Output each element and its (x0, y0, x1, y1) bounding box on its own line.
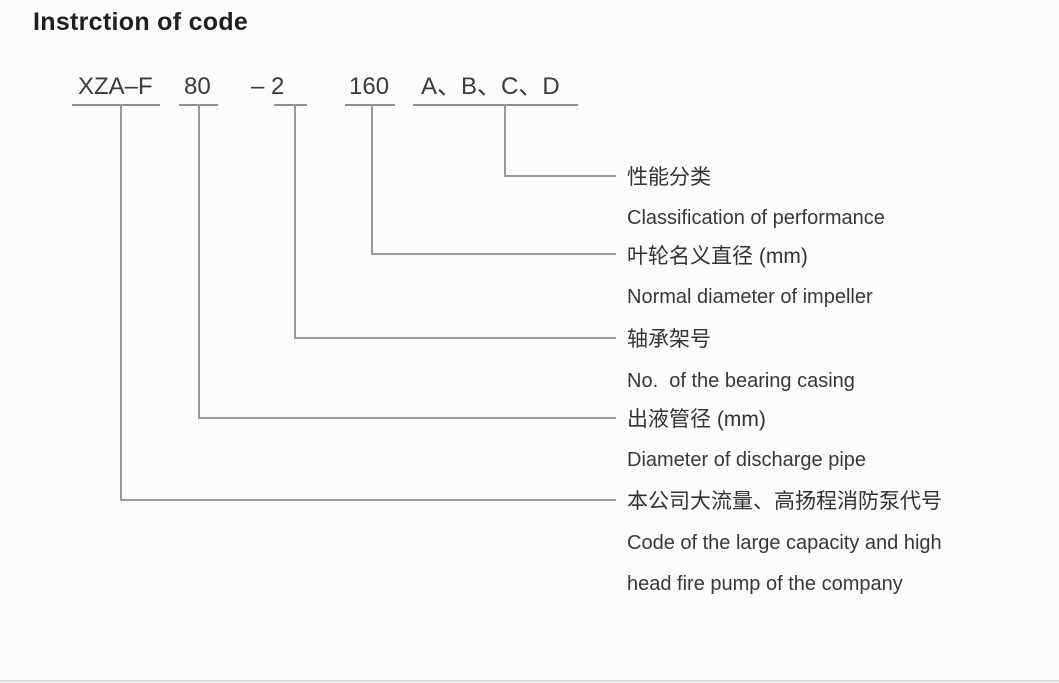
label-en-series-line1: Code of the large capacity and high (627, 532, 942, 554)
connector-vline-bearing-no (294, 104, 296, 339)
connector-vline-performance-class (504, 104, 506, 177)
code-segment-performance-class: A、B、C、D (421, 73, 560, 100)
label-en-series-line2: head fire pump of the company (627, 573, 903, 595)
code-segment-outlet-diameter: 80 (184, 73, 211, 100)
label-zh-bearing-no: 轴承架号 (627, 328, 711, 351)
connector-vline-series (120, 104, 122, 501)
label-en-impeller-diameter: Normal diameter of impeller (627, 286, 873, 308)
label-en-performance-class: Classification of performance (627, 207, 885, 229)
underline-series (72, 104, 160, 106)
code-segment-series: XZA–F (78, 73, 153, 100)
bottom-border (0, 680, 1059, 682)
code-segment-bearing-no: – 2 (251, 73, 285, 100)
label-zh-outlet-diameter: 出液管径 (mm) (627, 408, 766, 431)
page-title: Instrction of code (33, 8, 249, 36)
connector-hline-outlet-diameter (198, 417, 616, 419)
underline-performance-class (413, 104, 578, 106)
connector-hline-impeller-diameter (371, 253, 616, 255)
connector-vline-impeller-diameter (371, 104, 373, 255)
label-en-bearing-no: No. of the bearing casing (627, 370, 855, 392)
label-zh-performance-class: 性能分类 (627, 166, 711, 189)
connector-hline-bearing-no (294, 337, 616, 339)
underline-bearing-no (274, 104, 307, 106)
connector-vline-outlet-diameter (198, 104, 200, 419)
label-en-outlet-diameter: Diameter of discharge pipe (627, 449, 867, 471)
connector-hline-series (120, 499, 616, 501)
code-segment-impeller-diameter: 160 (349, 73, 390, 100)
label-zh-impeller-diameter: 叶轮名义直径 (mm) (627, 245, 808, 268)
label-zh-series: 本公司大流量、高扬程消防泵代号 (627, 490, 942, 513)
connector-hline-performance-class (504, 175, 616, 177)
underline-impeller-diameter (345, 104, 395, 106)
